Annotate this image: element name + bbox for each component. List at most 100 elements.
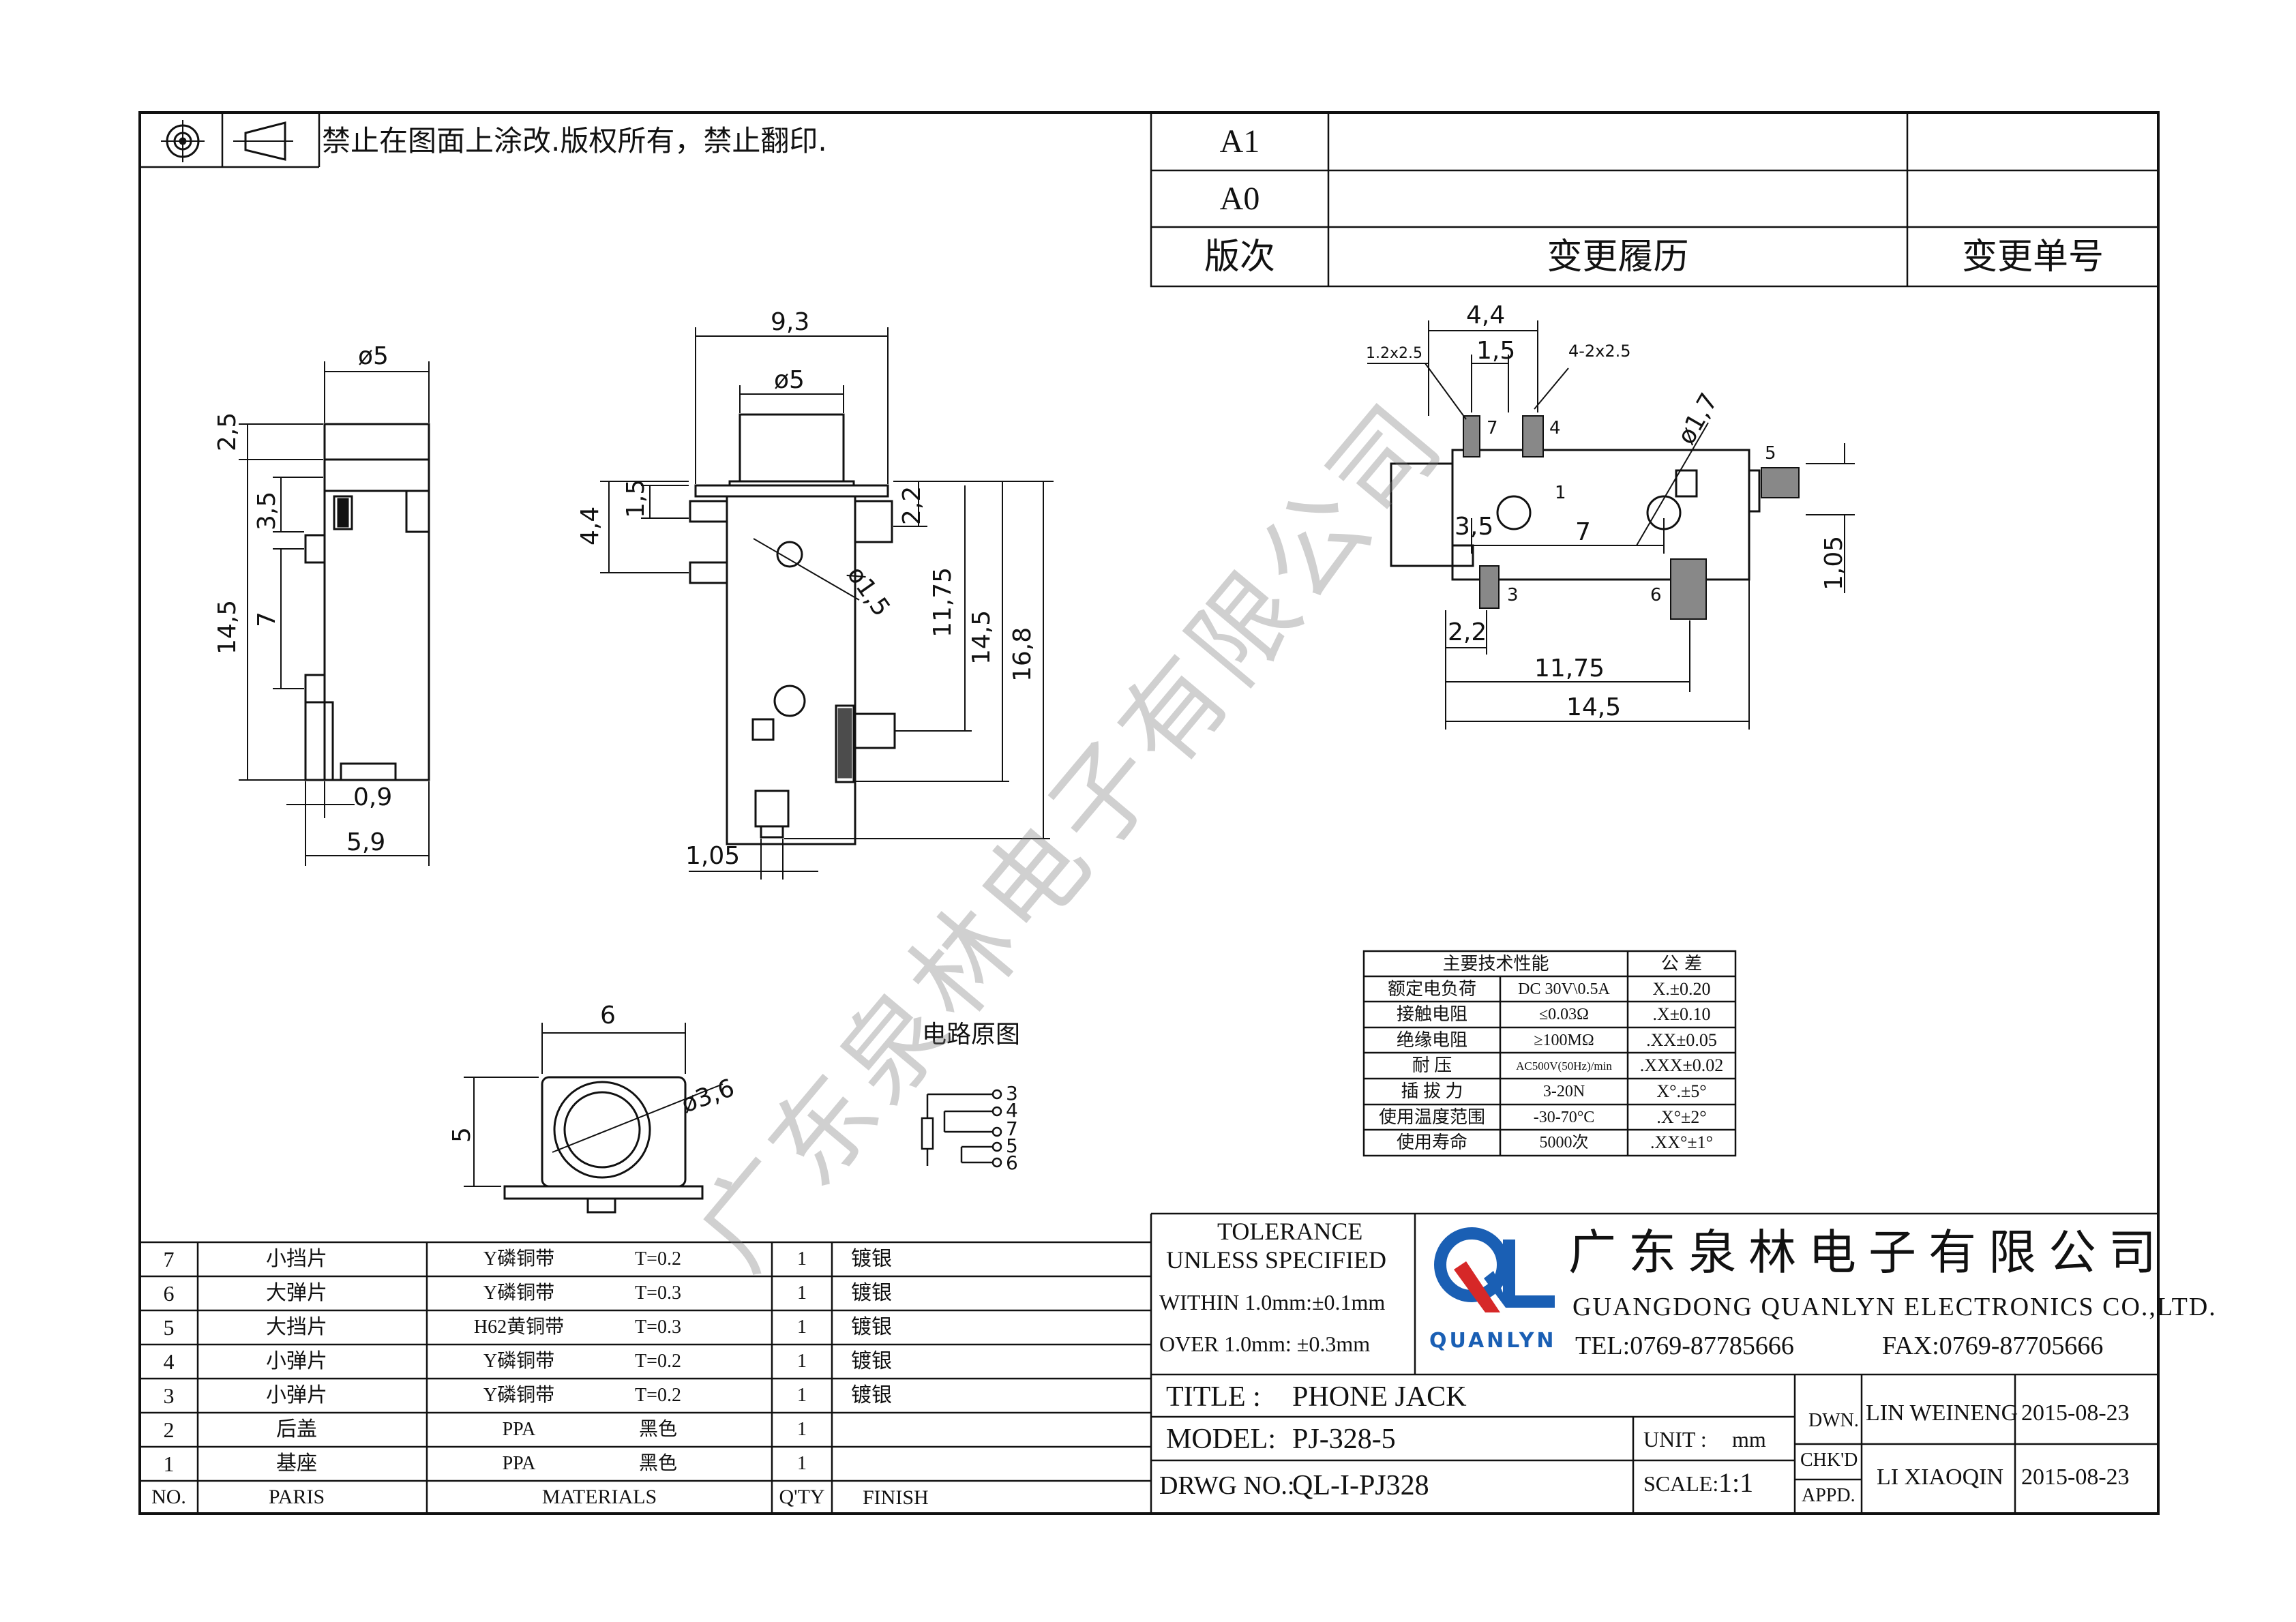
- pcb-dimensions: [1367, 320, 1855, 730]
- dim-side-5-9: 5,9: [346, 828, 386, 856]
- spec-row-value: ≤0.03Ω: [1538, 1006, 1589, 1023]
- dim-pcb-1-05: 1,05: [1820, 535, 1848, 590]
- tolerance-unless-label: UNLESS SPECIFIED: [1166, 1246, 1387, 1274]
- company-tel: TEL:0769-87785666: [1575, 1332, 1794, 1360]
- bom-table-grid: [140, 1214, 1152, 1514]
- tolerance-within: WITHIN 1.0mm:±0.1mm: [1159, 1290, 1386, 1315]
- model-value: PJ-328-5: [1292, 1424, 1396, 1455]
- circuit-pin-4: 4: [1006, 1099, 1018, 1122]
- checked-date: 2015-08-23: [2021, 1465, 2130, 1490]
- revision-row-a1: A1: [1219, 123, 1260, 160]
- bom-row-no: 1: [163, 1452, 175, 1476]
- spec-row-value: AC500V(50Hz)/min: [1516, 1059, 1612, 1072]
- bom-row-part: 基座: [276, 1452, 317, 1475]
- dim-side-0-9: 0,9: [353, 783, 393, 811]
- bom-row-spec: T=0.3: [635, 1317, 681, 1338]
- revision-header-history: 变更履历: [1547, 236, 1689, 277]
- bom-row-spec: T=0.3: [635, 1282, 681, 1304]
- bom-header-materials: MATERIALS: [541, 1486, 657, 1508]
- company-name-cn: 广东泉林电子有限公司: [1568, 1225, 2168, 1280]
- dim-front-9-3: 9,3: [771, 308, 810, 336]
- bom-header-finish: FINISH: [863, 1486, 929, 1509]
- appd-label: APPD.: [1802, 1485, 1855, 1506]
- dim-pcb-3-5: 3,5: [1455, 513, 1494, 541]
- title-label: TITLE :: [1166, 1381, 1261, 1413]
- bom-row-finish: 镀银: [851, 1248, 892, 1270]
- dim-top-5: 5: [448, 1127, 476, 1143]
- bom-header-part: PARIS: [268, 1486, 325, 1508]
- spec-row-value: ≥100MΩ: [1534, 1031, 1594, 1049]
- top-view-dimensions: [464, 1023, 724, 1187]
- title-value: PHONE JACK: [1292, 1381, 1467, 1413]
- bom-row-part: 后盖: [276, 1418, 317, 1441]
- spec-row-label: 绝缘电阻: [1396, 1030, 1467, 1050]
- spec-row-value: -30-70°C: [1533, 1108, 1595, 1126]
- dim-side-14-5: 14,5: [213, 599, 241, 655]
- circuit-pin-7: 7: [1006, 1117, 1018, 1140]
- bom-row-no: 4: [163, 1349, 175, 1374]
- circuit-diagram: [921, 1089, 1002, 1168]
- spec-row-tolerance: .XX°±1°: [1650, 1132, 1714, 1152]
- drwg-label: DRWG NO.:: [1159, 1471, 1295, 1500]
- spec-row-tolerance: .XX±0.05: [1646, 1030, 1717, 1050]
- spec-row-label: 使用温度范围: [1378, 1107, 1485, 1127]
- scale-label: SCALE:: [1643, 1471, 1719, 1496]
- drawn-date: 2015-08-23: [2021, 1400, 2130, 1426]
- bom-row-finish: 镀银: [851, 1350, 892, 1372]
- bom-row-finish: 镀银: [851, 1316, 892, 1338]
- dim-top-6: 6: [600, 1002, 616, 1030]
- pin-label-7: 7: [1487, 418, 1498, 438]
- projection-symbol-icon: [161, 120, 293, 162]
- spec-row-value: 5000次: [1539, 1134, 1589, 1152]
- chkd-label: CHK'D: [1800, 1450, 1858, 1471]
- dim-front-4-4: 4,4: [576, 506, 604, 545]
- bom-row-material: Y磷铜带: [483, 1385, 555, 1406]
- spec-row-label: 使用寿命: [1396, 1132, 1467, 1152]
- spec-row-tolerance: X°.±5°: [1656, 1081, 1707, 1101]
- bom-row-material: PPA: [502, 1419, 536, 1440]
- bom-row-part: 大弹片: [266, 1282, 327, 1304]
- side-view: [304, 423, 430, 781]
- bom-row-part: 大挡片: [266, 1316, 327, 1338]
- spec-header-performance: 主要技术性能: [1442, 953, 1549, 974]
- quanlyn-logo-icon: [1434, 1227, 1555, 1312]
- spec-row-tolerance: .X±0.10: [1652, 1004, 1711, 1024]
- dim-pcb-pad-1-2x2-5: 1.2x2.5: [1366, 345, 1422, 362]
- top-view: [503, 1076, 704, 1214]
- dim-front-14-5: 14,5: [968, 610, 996, 665]
- bom-row-qty: 1: [797, 1419, 807, 1440]
- copyright-notice: 禁止在图面上涂改.版权所有，禁止翻印.: [322, 124, 827, 157]
- revision-row-a0: A0: [1219, 180, 1260, 217]
- bom-row-no: 6: [163, 1281, 175, 1306]
- bom-row-no: 5: [163, 1315, 175, 1340]
- bom-row-no: 3: [163, 1383, 175, 1408]
- dim-pcb-1-5: 1,5: [1476, 337, 1516, 365]
- dim-side-2-5: 2,5: [213, 412, 241, 451]
- dim-pcb-14-5: 14,5: [1566, 693, 1622, 721]
- dim-front-1-5: 1,5: [622, 479, 650, 518]
- spec-row-tolerance: .XXX±0.02: [1639, 1055, 1724, 1075]
- model-label: MODEL:: [1166, 1424, 1276, 1455]
- scale-value: 1:1: [1718, 1467, 1754, 1498]
- bom-row-material: H62黄铜带: [473, 1317, 565, 1338]
- bom-header-no: NO.: [151, 1486, 186, 1508]
- revision-header-number: 变更单号: [1961, 236, 2104, 277]
- spec-row-value: 3-20N: [1542, 1083, 1585, 1100]
- bom-row-material: PPA: [502, 1453, 536, 1474]
- bom-row-spec: T=0.2: [635, 1351, 681, 1372]
- dim-side-3-5: 3,5: [253, 491, 281, 530]
- company-fax: FAX:0769-87705666: [1882, 1332, 2104, 1360]
- pin-label-3: 3: [1507, 585, 1519, 605]
- circuit-title: 电路原图: [922, 1021, 1021, 1049]
- bom-row-no: 2: [163, 1417, 175, 1442]
- logo-text: QUANLYN: [1429, 1329, 1557, 1353]
- bom-row-qty: 1: [797, 1317, 807, 1338]
- bom-row-part: 小弹片: [266, 1350, 327, 1372]
- bom-row-spec: T=0.2: [635, 1385, 681, 1406]
- dim-side-7: 7: [253, 612, 281, 627]
- dim-pcb-11-75: 11,75: [1534, 655, 1605, 682]
- bom-row-part: 小挡片: [266, 1248, 327, 1270]
- dim-pcb-2-2: 2,2: [1448, 618, 1487, 646]
- company-name-en: GUANGDONG QUANLYN ELECTRONICS CO.,LTD.: [1572, 1293, 2217, 1321]
- bom-row-material: Y磷铜带: [483, 1351, 555, 1372]
